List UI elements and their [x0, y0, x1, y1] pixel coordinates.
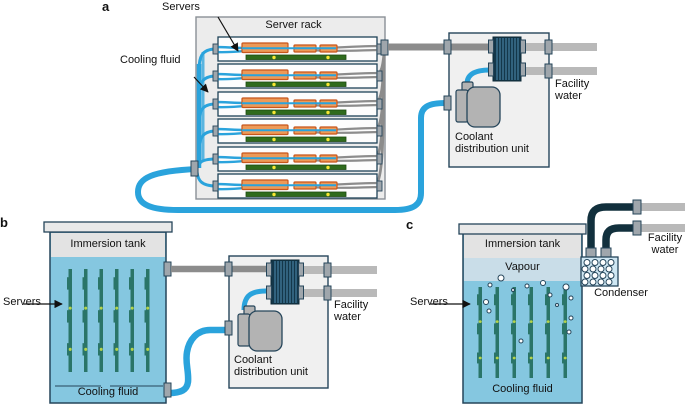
pipe-fitting: [224, 261, 233, 277]
pipe-fitting: [323, 285, 332, 301]
condenser-fitting: [585, 247, 597, 258]
tank-outlet-port: [163, 261, 172, 277]
label-condenser: Condenser: [594, 287, 648, 299]
pump-icon: [237, 305, 283, 352]
label-facility-water-a: Facility water: [555, 78, 590, 103]
panel-c-two-phase-immersion: [431, 199, 685, 404]
panel-a-rack-cooling: [135, 16, 597, 213]
label-server-rack: Server rack: [265, 19, 322, 31]
condenser-fitting: [600, 247, 612, 258]
label-immersion-tank-c: Immersion tank: [484, 238, 561, 250]
label-facility-water-c: Facility water: [647, 232, 683, 257]
label-vapour: Vapour: [505, 261, 540, 273]
label-cdu-a: Coolant distribution unit: [455, 131, 529, 156]
vapour-pipe: [587, 203, 634, 254]
pipe-fitting: [323, 262, 332, 278]
label-servers-a: Servers: [162, 1, 200, 13]
label-immersion-tank-b: Immersion tank: [70, 238, 146, 250]
pipe-fitting: [443, 39, 452, 55]
tank-headspace: [51, 233, 165, 257]
tank-lid: [43, 221, 173, 233]
pump-inlet-port: [443, 95, 452, 111]
panel-letter-b: b: [0, 215, 8, 230]
rack-right-port: [380, 39, 389, 56]
coolant-loop-tube: [135, 100, 447, 213]
pipe-fitting: [544, 63, 553, 79]
vapour-layer: [464, 258, 581, 281]
pipe-fitting: [632, 199, 642, 215]
label-cooling-fluid-c: Cooling fluid: [492, 383, 553, 395]
label-cooling-fluid-b: Cooling fluid: [77, 386, 139, 398]
coolant-tube: [168, 326, 240, 397]
pump-icon: [455, 81, 501, 128]
label-servers-c: Servers: [410, 296, 448, 308]
panel-letter-c: c: [406, 217, 414, 232]
condensate-pipe: [602, 224, 634, 254]
pipe-fitting: [544, 39, 553, 55]
tank-lid: [458, 223, 587, 235]
label-servers-b: Servers: [3, 296, 41, 308]
tank-headspace: [464, 234, 581, 258]
rack-left-port: [190, 160, 199, 177]
tank-drain-port: [163, 382, 172, 398]
label-cooling-fluid-a: Cooling fluid: [120, 54, 181, 66]
panel-letter-a: a: [102, 0, 110, 14]
cooling-fluid-arrow: [193, 76, 209, 93]
servers-arrow: [217, 16, 239, 52]
pipe-fitting: [632, 220, 642, 236]
boiling-bubbles: [483, 274, 574, 344]
pump-inlet-port: [224, 320, 233, 336]
condenser-coils: [581, 259, 615, 286]
heat-exchanger-icon: [487, 36, 527, 82]
panel-b-immersion-cooling: [24, 221, 377, 404]
heat-exchanger-icon: [265, 259, 305, 305]
label-cdu-b: Coolant distribution unit: [234, 354, 308, 379]
label-facility-water-b: Facility water: [334, 299, 369, 324]
